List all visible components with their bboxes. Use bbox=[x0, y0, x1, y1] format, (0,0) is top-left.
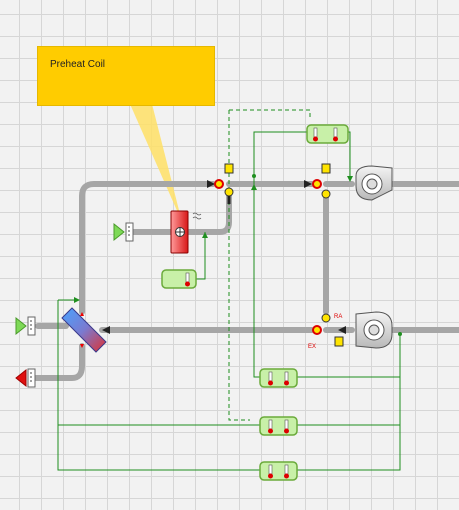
callout-pointer bbox=[130, 104, 182, 222]
preheat-temp-sensor[interactable] bbox=[161, 269, 197, 289]
exhaust-outlet-icon[interactable] bbox=[15, 368, 36, 388]
exhaust-temp-sensor[interactable] bbox=[259, 416, 298, 436]
supply-temp-sensor[interactable] bbox=[306, 124, 349, 144]
return-damper-icon[interactable] bbox=[312, 313, 344, 347]
wire-arrows bbox=[74, 174, 402, 336]
ra-badge: RA bbox=[334, 314, 342, 320]
outside-temp-sensor[interactable] bbox=[259, 461, 298, 481]
exhaust-duct bbox=[33, 343, 85, 381]
duct-network bbox=[33, 181, 459, 381]
supply-fan-icon[interactable] bbox=[355, 165, 393, 201]
outside-air-inlet-icon[interactable] bbox=[15, 316, 36, 336]
return-fan-icon[interactable] bbox=[355, 311, 393, 349]
preheat-coil-callout: Preheat Coil bbox=[37, 46, 215, 106]
flow-arrows bbox=[102, 180, 346, 334]
ex-badge: EX bbox=[308, 344, 316, 350]
mixing-damper-icon[interactable] bbox=[312, 163, 331, 199]
heat-exchanger-icon[interactable] bbox=[61, 307, 107, 353]
supply-duct bbox=[79, 181, 216, 315]
return-temp-sensor[interactable] bbox=[259, 368, 298, 388]
heating-coil-icon[interactable] bbox=[170, 210, 202, 254]
supply-damper-icon[interactable] bbox=[214, 163, 234, 204]
control-wiring bbox=[57, 109, 401, 471]
preheat-inlet-icon[interactable] bbox=[113, 222, 134, 242]
callout-label: Preheat Coil bbox=[50, 59, 106, 70]
dashed-boundary bbox=[228, 109, 311, 421]
